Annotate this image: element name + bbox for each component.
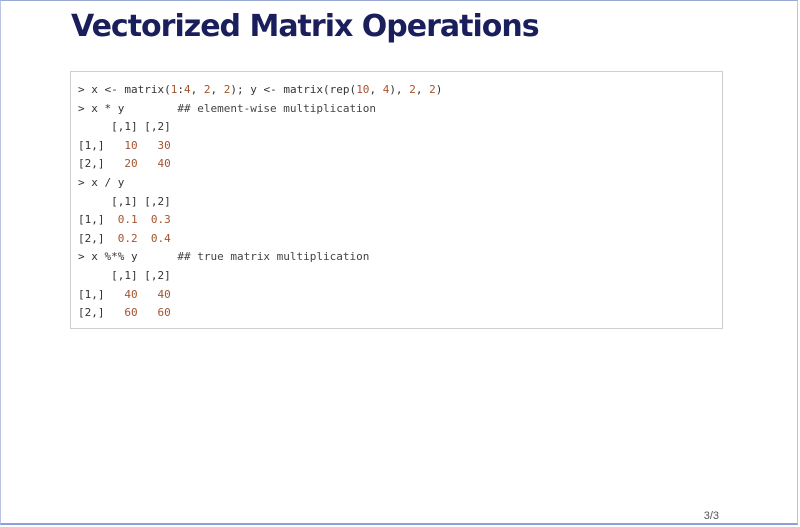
code-number: 60 — [124, 306, 138, 320]
code-text: [2,] — [78, 157, 125, 171]
code-text — [138, 306, 158, 319]
code-text: > x %*% y — [78, 250, 178, 264]
code-number: 40 — [157, 157, 171, 171]
code-number: 40 — [157, 287, 171, 301]
code-line: [,1] [,2] — [78, 267, 722, 286]
code-text — [138, 213, 151, 226]
code-number: 4 — [382, 83, 390, 96]
code-number: 0.4 — [150, 231, 171, 245]
code-block: > x <- matrix(1:4, 2, 2); y <- matrix(re… — [70, 71, 723, 329]
code-text — [138, 157, 158, 170]
code-number: 60 — [157, 306, 171, 320]
code-line: [1,] 0.1 0.3 — [78, 211, 722, 230]
code-text — [138, 288, 158, 301]
code-number: 2 — [429, 83, 436, 96]
code-line: [1,] 10 30 — [78, 137, 722, 156]
code-line: [2,] 20 40 — [78, 155, 722, 174]
code-text: > x * y — [78, 101, 178, 115]
slide-title: Vectorized Matrix Operations — [71, 9, 540, 44]
code-text: , — [415, 83, 430, 96]
code-text: [,1] [,2] — [78, 120, 171, 134]
page-number: 3/3 — [703, 510, 719, 522]
code-number: 0.3 — [150, 213, 171, 227]
code-text — [138, 139, 158, 152]
code-number: 1 — [170, 83, 178, 96]
code-text: [1,] — [78, 138, 125, 152]
code-text: > x <- matrix( — [78, 83, 171, 96]
code-line: > x / y — [78, 174, 722, 193]
code-number: 2 — [409, 83, 416, 96]
code-line: [2,] 60 60 — [78, 304, 722, 323]
code-number: 4 — [183, 83, 191, 96]
code-number: 10 — [356, 83, 370, 96]
code-line: > x <- matrix(1:4, 2, 2); y <- matrix(re… — [78, 81, 722, 100]
code-text: , — [190, 83, 204, 96]
code-number: 30 — [157, 138, 171, 152]
code-text: [2,] — [78, 231, 118, 245]
code-text: [,1] [,2] — [78, 268, 171, 282]
code-number: 2 — [203, 83, 211, 96]
code-text: : — [177, 83, 184, 96]
code-number: 20 — [124, 157, 138, 171]
code-text: [1,] — [78, 287, 125, 301]
code-line: > x %*% y ## true matrix multiplication — [78, 248, 722, 267]
code-text: [1,] — [78, 213, 118, 227]
code-line: [,1] [,2] — [78, 193, 722, 212]
code-line: [2,] 0.2 0.4 — [78, 230, 722, 249]
code-line: > x * y ## element-wise multiplication — [78, 100, 722, 119]
code-number: 40 — [124, 287, 138, 301]
code-text: > x / y — [78, 175, 125, 189]
code-line: [,1] [,2] — [78, 118, 722, 137]
code-number: 0.1 — [117, 213, 138, 227]
code-number: 2 — [223, 83, 231, 96]
code-number: 10 — [124, 138, 138, 152]
code-text: ); y <- matrix(rep( — [230, 83, 357, 96]
code-text: , — [210, 83, 224, 96]
code-text: [,1] [,2] — [78, 194, 171, 208]
code-text: [2,] — [78, 306, 125, 320]
code-text: , — [369, 83, 383, 96]
code-comment: ## true matrix multiplication — [177, 250, 370, 264]
code-comment: ## element-wise multiplication — [177, 101, 377, 115]
code-text: ), — [389, 83, 410, 96]
code-number: 0.2 — [117, 231, 138, 245]
code-text — [138, 232, 151, 245]
code-line: [1,] 40 40 — [78, 286, 722, 305]
code-text: ) — [435, 83, 443, 96]
